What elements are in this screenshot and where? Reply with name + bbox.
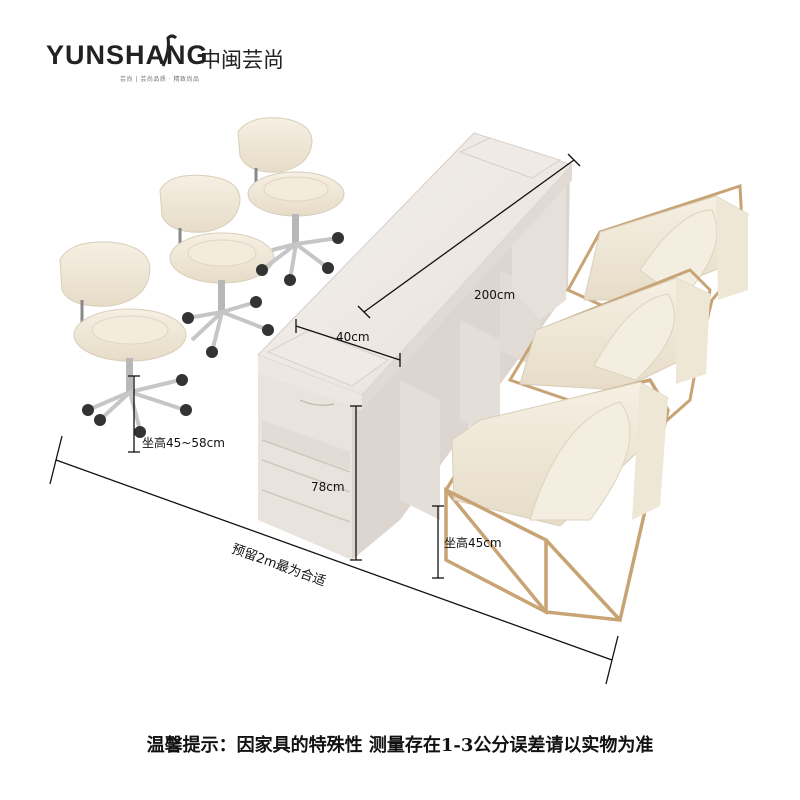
armchair-2: [507, 268, 712, 432]
dimension-lines: [49, 153, 619, 685]
length-label: 200cm: [474, 288, 516, 302]
brand-tagline: 芸尚 | 芸尚品质 · 精致尚品: [120, 76, 200, 83]
brand-logo-text: YUNSHANG: [46, 40, 209, 70]
stool-height-label: 坐高45~58cm: [142, 436, 225, 450]
chair-height-label: 坐高45cm: [444, 536, 502, 550]
brand-logo-cn: 中闽芸尚: [200, 48, 284, 72]
stool-2: [159, 174, 275, 358]
brand-logo: YUNSHANG: [46, 40, 209, 71]
armchair-3: [443, 377, 670, 622]
stool-1: [59, 241, 192, 438]
notice-text: 温馨提示：因家具的特殊性 测量存在1-3公分误差请以实物为准: [146, 735, 654, 756]
logo-slash: [161, 34, 178, 67]
width-label: 40cm: [336, 330, 370, 344]
stool-3: [237, 117, 345, 286]
height-label: 78cm: [311, 480, 345, 494]
